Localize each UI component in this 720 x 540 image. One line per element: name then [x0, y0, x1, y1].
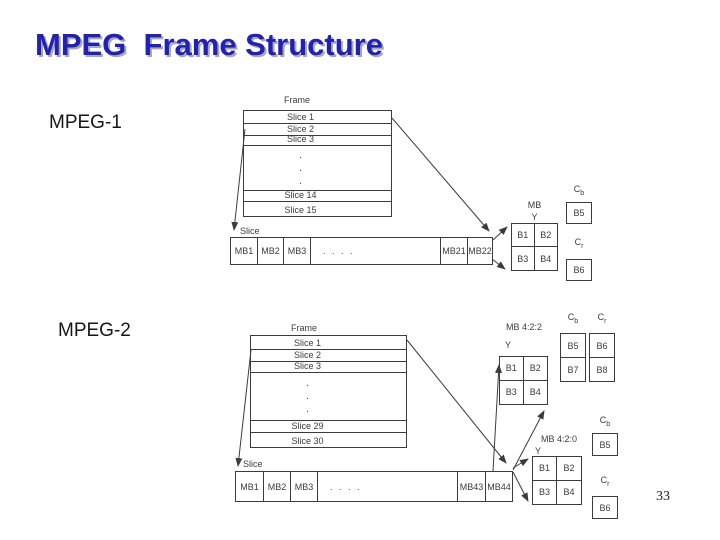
- mpeg2-frame-title: Frame: [291, 323, 318, 333]
- mpeg2-mb420-cr-label: Cr: [592, 475, 618, 488]
- frame-row: Slice 14: [244, 190, 391, 202]
- cr-base: C: [597, 312, 605, 322]
- slide-title: MPEG Frame Structure: [35, 27, 383, 62]
- cr-cell: B8: [596, 364, 608, 375]
- mb-cell-ellipsis: . . . .: [311, 238, 441, 264]
- mpeg2-slice-title: Slice: [243, 459, 263, 469]
- cb-sub: b: [580, 189, 585, 197]
- mb-cell: MB22: [468, 246, 492, 256]
- cr-base: C: [574, 237, 582, 247]
- frame-row: Slice 3: [251, 361, 406, 373]
- mb-cell: MB43: [458, 472, 486, 501]
- mpeg1-y-grid: B1 B2 B3 B4: [511, 223, 558, 271]
- dot: .: [306, 391, 309, 402]
- mpeg1-cb-block: B5: [566, 202, 592, 224]
- mpeg2-mb422-cb-label: Cb: [560, 312, 586, 325]
- dot: .: [306, 404, 309, 415]
- mpeg2-label: MPEG-2: [58, 320, 131, 341]
- y-cell: B3: [512, 247, 535, 270]
- mb-cell: MB3: [291, 472, 318, 501]
- mpeg2-mb422-title: MB 4:2:2: [505, 322, 543, 332]
- mb-cell-ellipsis: . . . .: [318, 472, 458, 501]
- mb-cell: MB21: [441, 238, 468, 264]
- mpeg2-mb422-cr-label: Cr: [589, 312, 615, 325]
- arrow-line: [491, 258, 506, 270]
- cr-cell: B6: [590, 334, 614, 358]
- cb-sub: b: [606, 420, 611, 428]
- cr-sub: r: [604, 317, 607, 325]
- mb-cell: MB2: [258, 238, 284, 264]
- mpeg1-cr-block: B6: [566, 259, 592, 281]
- y-cell: B1: [500, 357, 524, 381]
- y-cell: B3: [500, 380, 524, 404]
- mpeg2-mb422-y-label: Y: [505, 340, 512, 350]
- cr-base: C: [600, 475, 608, 485]
- cr-sub: r: [607, 480, 610, 488]
- dot: .: [306, 378, 309, 389]
- y-cell: B2: [523, 357, 547, 381]
- mpeg1-slice-bar: MB1 MB2 MB3 . . . . MB21 MB22: [230, 237, 493, 265]
- mpeg2-mb420-cb-label: Cb: [592, 415, 618, 428]
- arrow-line: [406, 339, 507, 464]
- y-cell: B1: [533, 457, 557, 481]
- mpeg2-mb420-y-grid: B1 B2 B3 B4: [532, 456, 582, 505]
- mpeg2-mb420-title: MB 4:2:0: [540, 434, 578, 444]
- frame-row: Slice 1: [244, 111, 391, 124]
- frame-ellipsis: . . .: [244, 146, 391, 191]
- frame-row: Slice 2: [244, 124, 391, 136]
- cb-base: C: [599, 415, 607, 425]
- mb-cell: MB3: [284, 238, 311, 264]
- arrow-line: [391, 117, 490, 232]
- cb-sub: b: [574, 317, 579, 325]
- frame-row: Slice 30: [291, 436, 324, 446]
- mpeg1-slice-title: Slice: [240, 226, 260, 236]
- cb-cell: B5: [561, 334, 585, 358]
- y-cell: B4: [529, 387, 541, 398]
- mb-cell: MB1: [236, 472, 264, 501]
- mpeg2-mb420-y-label: Y: [535, 446, 542, 456]
- dot: .: [299, 149, 302, 161]
- y-cell: B2: [534, 224, 557, 247]
- mb-cell: MB44: [487, 481, 511, 492]
- mpeg1-frame-box: Slice 1 Slice 2 Slice 3 . . . Slice 14 S…: [243, 110, 392, 217]
- mpeg2-frame-box: Slice 1 Slice 2 Slice 3 . . . Slice 29 S…: [250, 335, 407, 448]
- frame-row: Slice 1: [251, 336, 406, 350]
- mpeg2-mb422-cb-stack: B5 B7: [560, 333, 586, 382]
- mpeg2-mb420-cr-block: B6: [592, 496, 618, 519]
- frame-row: Slice 29: [251, 421, 406, 433]
- mpeg2-slice-bar: MB1 MB2 MB3 . . . . MB43 MB44: [235, 471, 513, 502]
- cr-sub: r: [581, 242, 584, 250]
- frame-row: Slice 2: [251, 350, 406, 362]
- mb-cell: MB2: [264, 472, 291, 501]
- dot: .: [299, 162, 302, 174]
- mpeg1-label: MPEG-1: [49, 112, 122, 133]
- arrow-line: [492, 226, 508, 241]
- mpeg1-mb-title: MB: [527, 200, 542, 210]
- mpeg2-mb422-y-grid: B1 B2 B3 B4: [499, 356, 548, 405]
- y-cell: B4: [563, 487, 575, 498]
- mpeg1-frame-title: Frame: [284, 95, 311, 105]
- cb-cell: B7: [567, 364, 579, 375]
- y-cell: B1: [512, 224, 535, 247]
- mpeg1-cr-label: Cr: [566, 237, 592, 250]
- dot: .: [299, 175, 302, 187]
- cb-base: C: [567, 312, 575, 322]
- frame-row: Slice 15: [284, 205, 317, 215]
- frame-row: Slice 3: [244, 134, 391, 146]
- arrow-line: [512, 471, 529, 502]
- mpeg1-y-label: Y: [531, 212, 538, 222]
- y-cell: B2: [557, 457, 581, 481]
- mpeg2-mb420-cb-block: B5: [592, 433, 618, 456]
- y-cell: B4: [540, 253, 552, 264]
- mb-cell: MB1: [231, 238, 258, 264]
- arrow-line: [512, 458, 529, 469]
- cb-base: C: [573, 184, 581, 194]
- mpeg1-cb-label: Cb: [566, 184, 592, 197]
- mpeg2-mb422-cr-stack: B6 B8: [589, 333, 615, 382]
- page-number: 33: [656, 489, 670, 504]
- frame-ellipsis: . . .: [251, 373, 406, 421]
- y-cell: B3: [533, 480, 557, 504]
